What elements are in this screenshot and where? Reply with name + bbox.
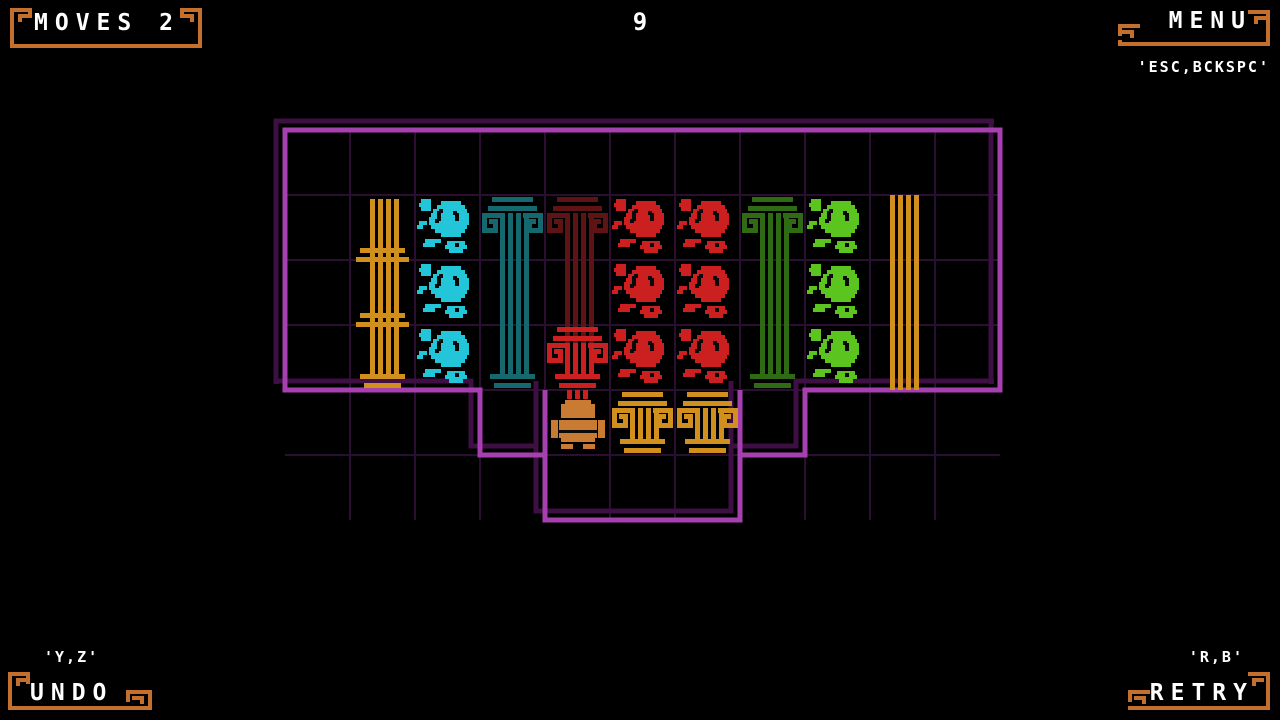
retry-keys-hint: 'R,B' <box>1188 648 1244 666</box>
wall-corner-tick <box>989 119 994 124</box>
pillar-gold-c[interactable] <box>675 390 740 455</box>
gem-red-a[interactable] <box>610 195 675 260</box>
menu-label[interactable]: MENU <box>1168 8 1252 34</box>
grid-line-h <box>285 194 1000 196</box>
pillar-gold-b[interactable] <box>610 390 675 455</box>
gem-red-e[interactable] <box>675 260 740 325</box>
game-board[interactable] <box>272 118 1008 604</box>
board-walls <box>273 118 1003 523</box>
wall-corner-tick <box>989 379 994 384</box>
menu-keys-hint: 'ESC,BCKSPC' <box>1137 58 1270 76</box>
wall-corner-tick <box>274 379 279 384</box>
pillar-gold-a[interactable] <box>350 195 415 390</box>
pillar-red[interactable] <box>545 325 610 390</box>
gem-cyan-c[interactable] <box>415 325 480 390</box>
gem-green-b[interactable] <box>805 260 870 325</box>
pillar-gold-d[interactable] <box>870 195 935 390</box>
player[interactable] <box>545 390 610 455</box>
moves-count: 2 <box>159 10 180 36</box>
moves-readout: MOVES 2 <box>34 10 180 36</box>
grid-line-h <box>285 454 1000 456</box>
moves-label: MOVES <box>34 10 139 36</box>
level-counter: 9 <box>632 8 648 36</box>
gem-red-c[interactable] <box>610 325 675 390</box>
gem-green-c[interactable] <box>805 325 870 390</box>
gem-red-d[interactable] <box>675 195 740 260</box>
undo-label[interactable]: UNDO <box>30 680 114 706</box>
gem-cyan-a[interactable] <box>415 195 480 260</box>
gem-green-a[interactable] <box>805 195 870 260</box>
pillar-teal[interactable] <box>480 195 545 390</box>
grid-line-h <box>285 324 1000 326</box>
retry-label[interactable]: RETRY <box>1149 680 1254 706</box>
pillar-green[interactable] <box>740 195 805 390</box>
wall-outline <box>282 127 1003 523</box>
gem-red-b[interactable] <box>610 260 675 325</box>
gem-cyan-b[interactable] <box>415 260 480 325</box>
grid-line-h <box>285 259 1000 261</box>
wall-shadow <box>273 118 994 514</box>
gem-red-f[interactable] <box>675 325 740 390</box>
board-tiles <box>272 118 1008 604</box>
grid-line-h <box>285 389 1000 391</box>
wall-corner-tick <box>274 119 279 124</box>
undo-keys-hint: 'Y,Z' <box>44 648 100 666</box>
